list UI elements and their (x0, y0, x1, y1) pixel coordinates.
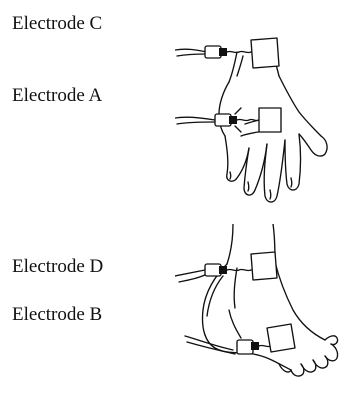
electrode-d-label: Electrode D (12, 256, 103, 278)
hand-illustration (175, 28, 341, 216)
foot-illustration (175, 224, 341, 384)
electrode-c-label: Electrode C (12, 13, 102, 35)
electrode-b-label: Electrode B (12, 304, 102, 326)
electrode-a-label: Electrode A (12, 85, 102, 107)
